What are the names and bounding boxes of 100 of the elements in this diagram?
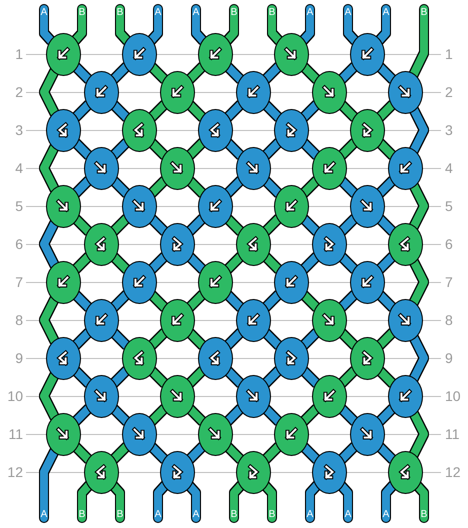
thread-strand (72, 139, 92, 159)
thread-strand (110, 177, 130, 197)
thread-strand (224, 177, 244, 197)
thread-strand (338, 101, 358, 121)
thread-strand (338, 405, 358, 425)
row-number: 12 (445, 463, 461, 481)
thread-strand (224, 253, 244, 273)
thread-strand (186, 443, 206, 463)
thread-strand (300, 63, 320, 83)
thread-strand (186, 253, 206, 273)
thread-strand (262, 367, 282, 387)
row-number: 8 (445, 311, 453, 329)
thread-strand (186, 405, 206, 425)
thread-strand (72, 405, 92, 425)
thread-strand (154, 482, 168, 506)
thread-end: B (77, 504, 87, 523)
thread-strand (338, 63, 358, 83)
thread-strand (110, 443, 130, 463)
thread-strand (148, 63, 168, 83)
thread-strand (376, 20, 390, 44)
thread-end: B (77, 4, 87, 22)
row-number: 10 (445, 387, 461, 405)
thread-strand (376, 177, 396, 197)
thread-strand (300, 367, 320, 387)
knot-oval (46, 260, 80, 304)
thread-strand (224, 63, 244, 83)
thread-strand (262, 482, 276, 506)
thread-strand (224, 405, 244, 425)
thread-strand (344, 20, 358, 44)
thread-strand (110, 405, 130, 425)
thread-strand (262, 101, 282, 121)
thread-strand (376, 443, 396, 463)
thread-strand (338, 139, 358, 159)
thread-strand (268, 20, 282, 44)
thread-strand (376, 405, 396, 425)
row-number: 9 (15, 349, 23, 367)
thread-strand (148, 367, 168, 387)
thread-strand (186, 177, 206, 197)
thread-end: B (229, 504, 239, 523)
thread-strand (376, 329, 396, 349)
thread-strand (262, 177, 282, 197)
thread-strand (72, 367, 92, 387)
thread-strand (186, 482, 200, 506)
thread-strand (110, 63, 130, 83)
thread-strand (300, 177, 320, 197)
row-number: 9 (445, 349, 453, 367)
row-number: 1 (15, 45, 23, 63)
thread-strand (148, 20, 162, 44)
thread-strand (224, 367, 244, 387)
thread-strand (148, 253, 168, 273)
thread-end: A (381, 4, 391, 22)
row-number: 11 (8, 425, 23, 443)
thread-strand (338, 253, 358, 273)
thread-strand (410, 182, 428, 230)
knot-oval (388, 222, 422, 266)
thread-end: A (39, 504, 49, 523)
row-number: 3 (445, 121, 453, 139)
thread-end: B (267, 4, 277, 22)
thread-strand (230, 482, 244, 506)
thread-end: A (343, 504, 353, 523)
thread-strand (300, 253, 320, 273)
thread-strand (224, 20, 238, 44)
thread-strand (338, 329, 358, 349)
thread-end: A (191, 4, 201, 22)
row-number: 6 (445, 235, 453, 253)
thread-strand (410, 106, 428, 154)
thread-strand (262, 291, 282, 311)
row-number: 1 (445, 45, 453, 63)
thread-strand (186, 139, 206, 159)
thread-strand (262, 63, 282, 83)
thread-strand (148, 405, 168, 425)
thread-strand (72, 253, 92, 273)
thread-end: B (419, 4, 429, 22)
thread-strand (414, 482, 428, 506)
row-number: 8 (15, 311, 23, 329)
thread-strand (186, 329, 206, 349)
row-number: 12 (7, 463, 23, 481)
thread-strand (186, 367, 206, 387)
thread-strand (262, 253, 282, 273)
thread-strand (116, 20, 130, 44)
thread-strand (338, 177, 358, 197)
thread-strand (262, 405, 282, 425)
thread-strand (72, 443, 92, 463)
knot-oval (388, 298, 422, 342)
thread-strand (410, 334, 428, 382)
thread-end: A (305, 4, 315, 22)
thread-strand (40, 68, 58, 116)
knot-oval (46, 108, 80, 152)
thread-strand (72, 101, 92, 121)
thread-strand (224, 139, 244, 159)
thread-end: B (115, 504, 125, 523)
knot-oval (46, 412, 80, 456)
row-number: 4 (15, 159, 23, 177)
thread-strand (262, 443, 282, 463)
thread-strand (300, 329, 320, 349)
thread-strand (72, 291, 92, 311)
thread-strand (338, 482, 352, 506)
thread-strand (300, 101, 320, 121)
thread-end: A (39, 4, 49, 22)
thread-strand (72, 63, 92, 83)
